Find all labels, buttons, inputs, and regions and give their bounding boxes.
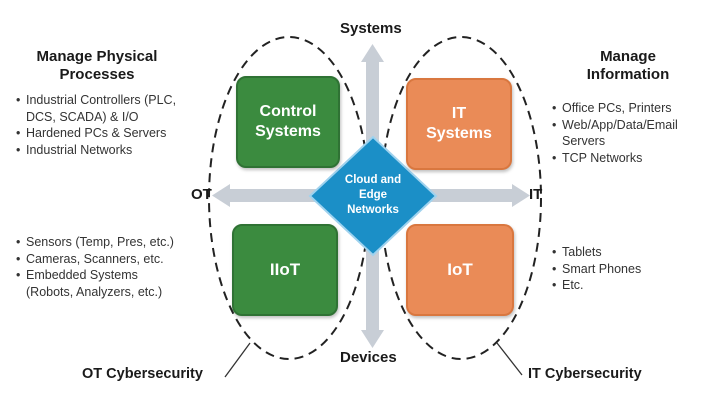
axis-label-left: OT (191, 186, 212, 203)
control-systems-line-2: Systems (255, 123, 321, 140)
right-heading: Manage Information (558, 48, 698, 84)
right-top-bullet-list: Office PCs, Printers Web/App/Data/Email … (552, 100, 722, 166)
iot-box: IoT (406, 224, 514, 316)
control-systems-line-1: Control (259, 103, 317, 120)
it-systems-line-1: IT (451, 105, 467, 122)
list-item: Office PCs, Printers (552, 100, 722, 117)
right-heading-line-2: Information (586, 66, 670, 83)
left-top-bullet-list: Industrial Controllers (PLC, DCS, SCADA)… (16, 92, 226, 158)
list-item: Embedded Systems (16, 267, 226, 284)
list-item: Cameras, Scanners, etc. (16, 251, 226, 268)
arrow-right-icon (512, 184, 530, 207)
list-item: Hardened PCs & Servers (16, 125, 226, 142)
center-label-line-2: Edge (358, 189, 388, 201)
axis-label-bottom: Devices (340, 349, 397, 366)
list-item: DCS, SCADA) & I/O (26, 109, 139, 124)
arrow-up-icon (361, 44, 384, 62)
left-bottom-bullet-list: Sensors (Temp, Pres, etc.) Cameras, Scan… (16, 234, 226, 300)
right-heading-line-1: Manage (600, 48, 656, 65)
list-item: Industrial Controllers (PLC, (16, 92, 226, 109)
center-diamond (308, 135, 438, 257)
right-bottom-bullet-list: Tablets Smart Phones Etc. (552, 244, 722, 294)
list-item: Etc. (552, 277, 722, 294)
arrow-down-icon (361, 330, 384, 348)
iiot-box: IIoT (232, 224, 338, 316)
it-systems-line-2: Systems (426, 125, 492, 142)
list-item: Tablets (552, 244, 722, 261)
ot-cybersecurity-label: OT Cybersecurity (82, 366, 203, 382)
list-item: Servers (562, 134, 606, 148)
left-heading-line-1: Manage Physical (36, 48, 158, 65)
center-label: Cloud and Edge Networks (328, 173, 418, 218)
it-systems-box: IT Systems (406, 78, 512, 170)
ot-callout-line (224, 342, 251, 378)
list-item: Smart Phones (552, 261, 722, 278)
center-label-line-1: Cloud and (344, 174, 402, 186)
it-callout-line (496, 342, 523, 376)
left-heading-line-2: Processes (59, 66, 135, 83)
control-systems-box: Control Systems (236, 76, 340, 168)
iot-label: IoT (447, 260, 473, 279)
list-item: (Robots, Analyzers, etc.) (26, 284, 163, 299)
list-item: TCP Networks (552, 150, 722, 167)
iiot-label: IIoT (269, 260, 301, 279)
center-label-line-3: Networks (347, 204, 399, 216)
list-item: Web/App/Data/Email (552, 117, 722, 134)
axis-label-right: IT (529, 186, 543, 203)
arrow-left-icon (212, 184, 230, 207)
list-item: Industrial Networks (16, 142, 226, 159)
it-cybersecurity-label: IT Cybersecurity (528, 366, 642, 382)
left-heading: Manage Physical Processes (22, 48, 172, 84)
list-item: Sensors (Temp, Pres, etc.) (16, 234, 226, 251)
it-dashed-ellipse (380, 36, 542, 360)
axis-label-top: Systems (340, 20, 402, 37)
